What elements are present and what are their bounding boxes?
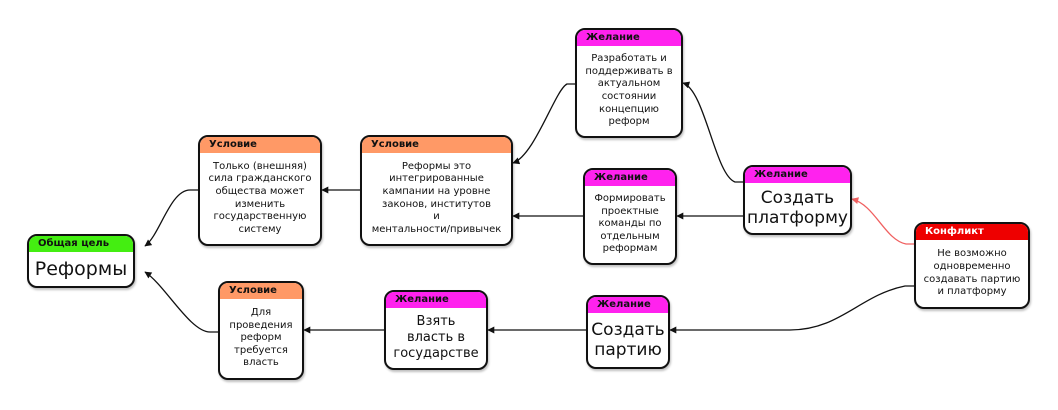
node-condition-integrated-type: Условие [362,137,511,153]
node-condition-civil-type: Условие [200,137,320,153]
node-desire-teams-text: Формировать проектные команды по отдельн… [594,193,666,255]
node-desire-power-text: Взять власть в государстве [393,314,479,361]
node-desire-party-type: Желание [588,297,668,313]
node-condition-civil-text: Только (внешняя) сила гражданского общес… [208,160,312,235]
node-desire-concept-text: Разработать и поддерживать в актуальном … [585,53,673,128]
node-goal-text: Реформы [34,258,128,280]
node-desire-power-type: Желание [386,292,486,308]
node-conflict-type: Конфликт [916,224,1028,240]
node-goal[interactable]: Общая цель Реформы [27,234,135,288]
node-desire-party[interactable]: Желание Создать партию [586,295,670,369]
node-desire-teams[interactable]: Желание Формировать проектные команды по… [583,168,677,265]
edge-conflict-to-party [669,285,914,334]
edge-civil-to-goal [144,189,198,247]
node-condition-integrated-text: Реформы это интегрированные кампании на … [371,160,502,235]
node-condition-integrated[interactable]: Условие Реформы это интегрированные камп… [360,135,513,246]
node-desire-concept[interactable]: Желание Разработать и поддерживать в акт… [575,28,683,138]
node-desire-concept-type: Желание [577,30,681,46]
node-desire-teams-type: Желание [585,170,675,186]
node-conflict-text: Не возможно одновременно создавать парти… [923,248,1021,298]
edge-concept-to-integrated [512,83,575,165]
node-desire-platform[interactable]: Желание Создать платформу [743,165,852,235]
node-desire-party-text: Создать партию [591,320,665,360]
node-condition-power[interactable]: Условие Для проведения реформ требуется … [218,281,304,380]
node-desire-power[interactable]: Желание Взять власть в государстве [384,290,488,370]
edge-platform-to-concept [682,81,743,183]
node-goal-type: Общая цель [29,236,133,252]
node-desire-platform-text: Создать платформу [747,188,848,228]
node-condition-civil[interactable]: Условие Только (внешняя) сила гражданско… [198,135,322,246]
node-conflict[interactable]: Конфликт Не возможно одновременно создав… [914,222,1030,309]
node-condition-power-type: Условие [220,283,302,299]
edge-power-cond-to-goal [144,271,218,333]
node-condition-power-text: Для проведения реформ требуется власть [229,307,293,369]
edge-conflict-to-platform [851,197,914,245]
node-desire-platform-type: Желание [745,167,850,183]
